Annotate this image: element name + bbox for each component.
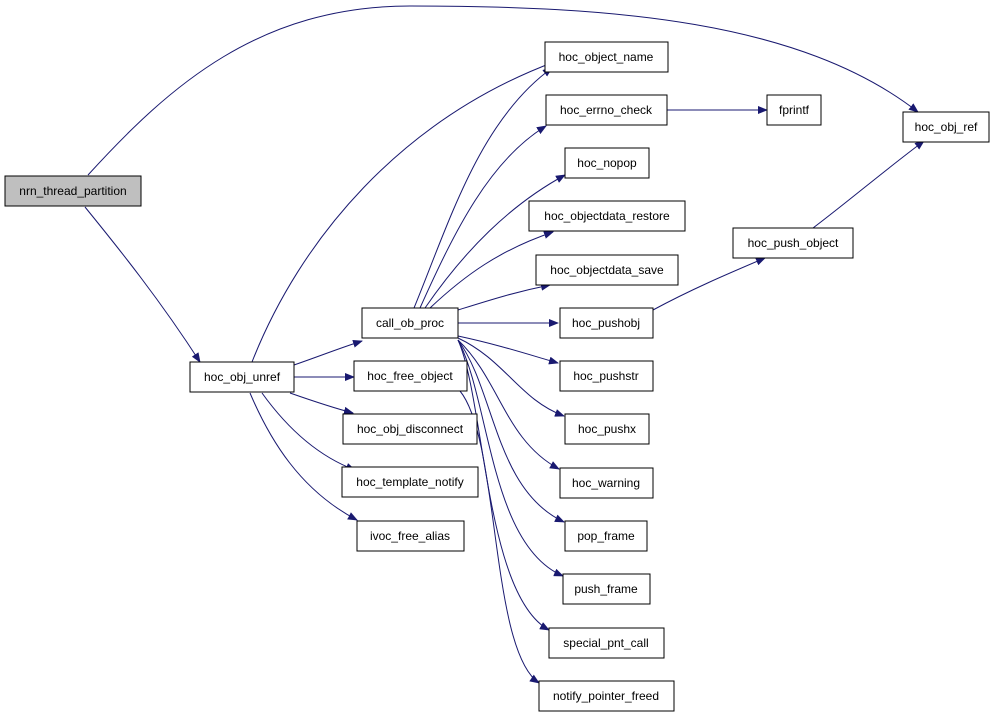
edge-nrn_thread_partition-hoc_obj_unref bbox=[84, 206, 201, 363]
node-label-hoc_template_notify: hoc_template_notify bbox=[356, 475, 463, 489]
node-hoc_pushx[interactable]: hoc_pushx bbox=[564, 413, 650, 445]
node-label-hoc_pushstr: hoc_pushstr bbox=[573, 369, 638, 383]
node-hoc_obj_disconnect[interactable]: hoc_obj_disconnect bbox=[342, 413, 478, 445]
node-hoc_obj_ref[interactable]: hoc_obj_ref bbox=[902, 111, 990, 143]
edge-call_ob_proc-hoc_objectdata_save bbox=[457, 282, 551, 311]
node-label-hoc_objectdata_save: hoc_objectdata_save bbox=[550, 263, 664, 277]
node-hoc_template_notify[interactable]: hoc_template_notify bbox=[341, 466, 479, 498]
edge-call_ob_proc-hoc_warning bbox=[457, 339, 560, 470]
node-hoc_pushstr[interactable]: hoc_pushstr bbox=[559, 360, 654, 392]
edge-hoc_obj_unref-hoc_template_notify bbox=[261, 392, 356, 471]
edge-call_ob_proc-hoc_pushx bbox=[457, 337, 565, 417]
edge-nrn_thread_partition-hoc_obj_ref bbox=[87, 5, 919, 176]
node-label-pop_frame: pop_frame bbox=[577, 529, 635, 543]
node-label-hoc_pushobj: hoc_pushobj bbox=[572, 316, 640, 330]
node-label-hoc_push_object: hoc_push_object bbox=[748, 236, 839, 250]
node-special_pnt_call[interactable]: special_pnt_call bbox=[548, 627, 665, 659]
node-hoc_errno_check[interactable]: hoc_errno_check bbox=[545, 94, 668, 126]
edge-hoc_push_object-hoc_obj_ref bbox=[812, 140, 925, 229]
edge-call_ob_proc-push_frame bbox=[457, 339, 564, 577]
node-label-call_ob_proc: call_ob_proc bbox=[376, 316, 444, 330]
edge-call_ob_proc-hoc_pushstr bbox=[457, 335, 559, 365]
node-ivoc_free_alias[interactable]: ivoc_free_alias bbox=[356, 520, 465, 552]
node-label-hoc_pushx: hoc_pushx bbox=[578, 422, 636, 436]
node-push_frame[interactable]: push_frame bbox=[562, 573, 651, 605]
node-label-hoc_errno_check: hoc_errno_check bbox=[560, 103, 653, 117]
edge-call_ob_proc-hoc_errno_check bbox=[419, 125, 547, 309]
node-label-nrn_thread_partition: nrn_thread_partition bbox=[19, 184, 126, 198]
edge-hoc_pushobj-hoc_push_object bbox=[652, 257, 766, 311]
node-label-hoc_obj_disconnect: hoc_obj_disconnect bbox=[357, 422, 464, 436]
nodes-layer: nrn_thread_partition hoc_obj_unref hoc_o… bbox=[4, 41, 990, 712]
node-label-notify_pointer_freed: notify_pointer_freed bbox=[553, 689, 659, 703]
node-hoc_free_object[interactable]: hoc_free_object bbox=[353, 360, 468, 392]
node-label-ivoc_free_alias: ivoc_free_alias bbox=[370, 529, 450, 543]
node-hoc_objectdata_save[interactable]: hoc_objectdata_save bbox=[535, 254, 679, 286]
node-pop_frame[interactable]: pop_frame bbox=[564, 520, 648, 552]
node-fprintf[interactable]: fprintf bbox=[766, 94, 822, 126]
node-label-hoc_free_object: hoc_free_object bbox=[367, 369, 453, 383]
edges-layer bbox=[84, 5, 925, 684]
edge-hoc_obj_unref-hoc_object_name bbox=[251, 61, 555, 363]
node-label-push_frame: push_frame bbox=[574, 582, 638, 596]
node-hoc_nopop[interactable]: hoc_nopop bbox=[564, 147, 650, 179]
node-label-hoc_obj_ref: hoc_obj_ref bbox=[915, 120, 978, 134]
node-hoc_warning[interactable]: hoc_warning bbox=[559, 467, 654, 499]
node-label-fprintf: fprintf bbox=[779, 103, 810, 117]
node-label-hoc_objectdata_restore: hoc_objectdata_restore bbox=[544, 209, 670, 223]
node-label-special_pnt_call: special_pnt_call bbox=[563, 636, 648, 650]
node-hoc_obj_unref[interactable]: hoc_obj_unref bbox=[189, 361, 295, 393]
node-nrn_thread_partition[interactable]: nrn_thread_partition bbox=[4, 175, 142, 207]
edge-call_ob_proc-hoc_object_name bbox=[413, 67, 553, 309]
node-hoc_pushobj[interactable]: hoc_pushobj bbox=[559, 307, 654, 339]
node-hoc_objectdata_restore[interactable]: hoc_objectdata_restore bbox=[528, 200, 686, 232]
node-call_ob_proc[interactable]: call_ob_proc bbox=[361, 307, 459, 339]
edge-call_ob_proc-hoc_nopop bbox=[424, 174, 566, 309]
node-label-hoc_object_name: hoc_object_name bbox=[559, 50, 654, 64]
edge-hoc_obj_unref-hoc_obj_disconnect bbox=[289, 392, 354, 415]
node-label-hoc_nopop: hoc_nopop bbox=[577, 156, 637, 170]
node-label-hoc_obj_unref: hoc_obj_unref bbox=[204, 370, 281, 384]
node-hoc_push_object[interactable]: hoc_push_object bbox=[732, 227, 854, 259]
node-label-hoc_warning: hoc_warning bbox=[572, 476, 640, 490]
node-notify_pointer_freed[interactable]: notify_pointer_freed bbox=[538, 680, 675, 712]
edge-call_ob_proc-pop_frame bbox=[457, 339, 565, 523]
node-hoc_object_name[interactable]: hoc_object_name bbox=[544, 41, 669, 73]
edge-call_ob_proc-hoc_objectdata_restore bbox=[429, 231, 554, 309]
edge-hoc_obj_unref-ivoc_free_alias bbox=[249, 392, 358, 521]
edge-hoc_obj_unref-call_ob_proc bbox=[293, 339, 363, 366]
